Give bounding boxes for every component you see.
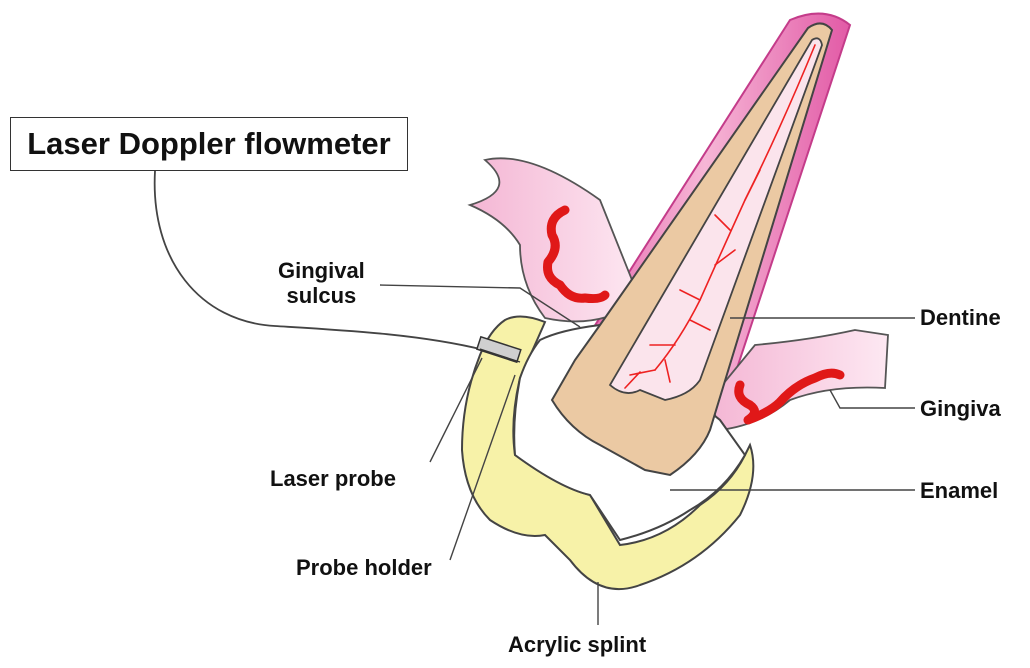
flowmeter-title-box: Laser Doppler flowmeter — [10, 117, 408, 171]
gingival-sulcus-line2: sulcus — [278, 283, 365, 308]
enamel-label: Enamel — [920, 478, 998, 503]
gingiva-label: Gingiva — [920, 396, 1001, 421]
probe-holder-label: Probe holder — [296, 555, 432, 580]
gingival-sulcus-line1: Gingival — [278, 258, 365, 283]
gingival-sulcus-label: Gingival sulcus — [278, 258, 365, 309]
flowmeter-title: Laser Doppler flowmeter — [27, 126, 390, 162]
acrylic-splint-label: Acrylic splint — [508, 632, 646, 657]
laser-probe-label: Laser probe — [270, 466, 396, 491]
dentine-label: Dentine — [920, 305, 1001, 330]
